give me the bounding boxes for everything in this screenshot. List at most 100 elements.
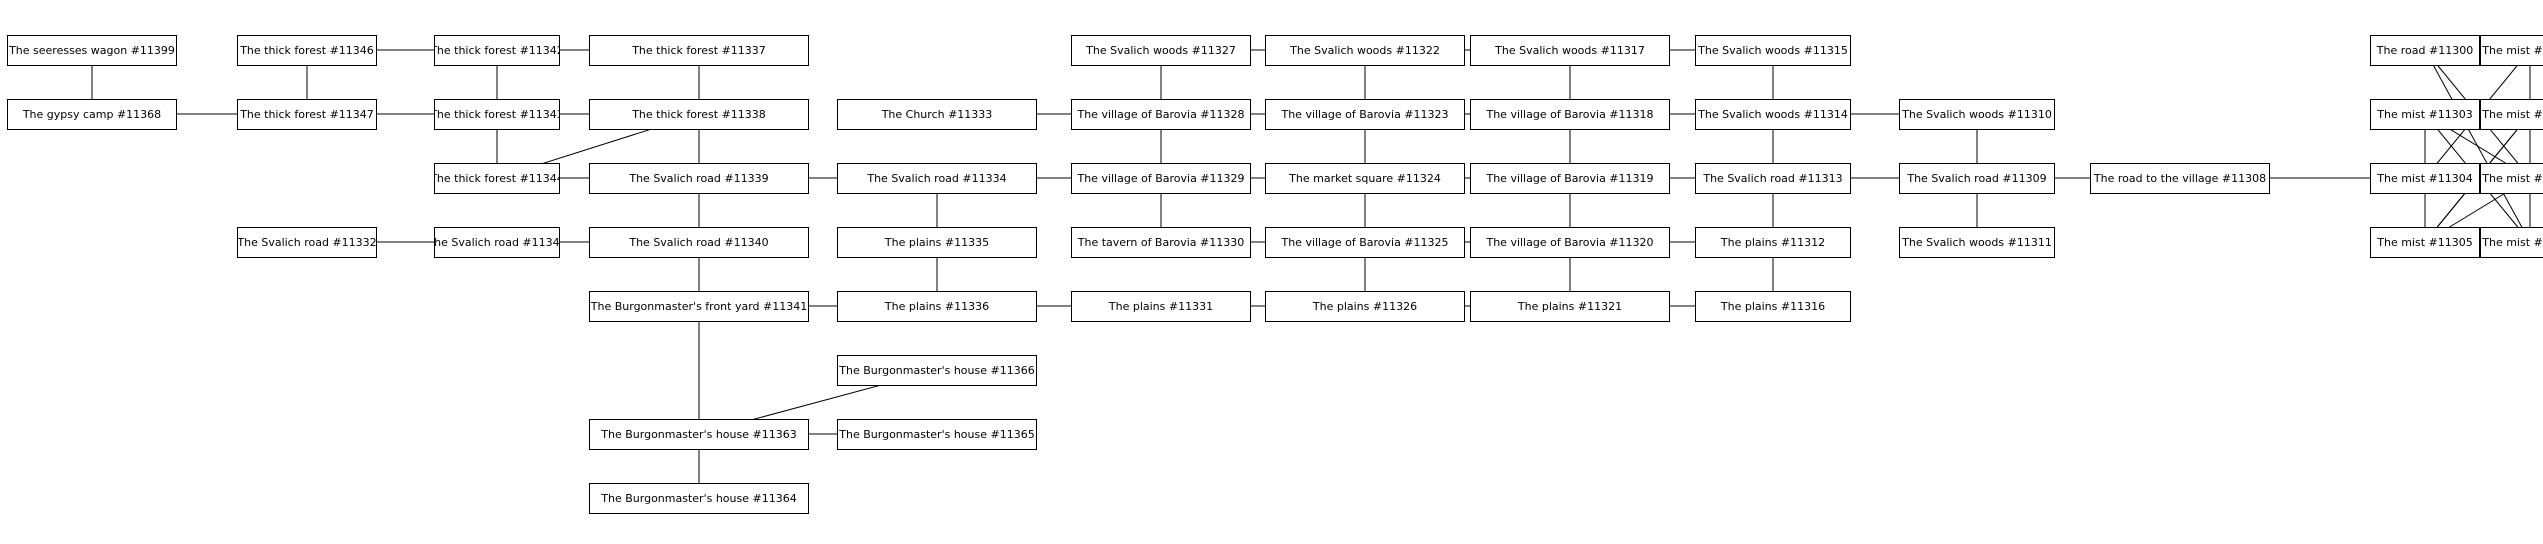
room-node-11309[interactable]: The Svalich road #11309 (1899, 162, 2055, 194)
room-node-11335[interactable]: The plains #11335 (837, 226, 1037, 258)
room-node-label: The plains #11336 (884, 299, 990, 313)
room-node-label: The mist #11305 (2377, 235, 2473, 249)
room-node-label: The plains #11326 (1312, 299, 1418, 313)
room-node-11303[interactable]: The mist #11303 (2370, 98, 2480, 130)
edge-11300-11306 (2424, 49, 2531, 243)
room-node-11317[interactable]: The Svalich woods #11317 (1470, 34, 1670, 66)
room-node-label: The village of Barovia #11318 (1486, 107, 1654, 121)
room-node-label: The Burgonmaster's house #11363 (601, 427, 797, 441)
room-node-11341[interactable]: The Burgonmaster's front yard #11341 (589, 290, 809, 322)
room-node-label: The Burgonmaster's house #11364 (601, 491, 797, 505)
room-node-label: The thick forest #11346 (240, 43, 374, 57)
room-node-label: The Burgonmaster's front yard #11341 (590, 299, 808, 313)
room-node-11365[interactable]: The Burgonmaster's house #11365 (837, 418, 1037, 450)
room-node-11328[interactable]: The village of Barovia #11328 (1071, 98, 1251, 130)
room-node-11330[interactable]: The tavern of Barovia #11330 (1071, 226, 1251, 258)
room-node-11344[interactable]: The thick forest #11344 (434, 162, 560, 194)
room-node-label: The village of Barovia #11319 (1486, 171, 1654, 185)
room-node-11337[interactable]: The thick forest #11337 (589, 34, 809, 66)
room-node-11318[interactable]: The village of Barovia #11318 (1470, 98, 1670, 130)
room-node-11332[interactable]: The Svalich road #11332 (237, 226, 377, 258)
room-node-label: The Svalich road #11339 (629, 171, 769, 185)
room-node-11326[interactable]: The plains #11326 (1265, 290, 1465, 322)
room-node-11313[interactable]: The Svalich road #11313 (1695, 162, 1851, 194)
room-node-11319[interactable]: The village of Barovia #11319 (1470, 162, 1670, 194)
room-node-label: The road to the village #11308 (2093, 171, 2267, 185)
room-node-11306[interactable]: The mist #11306 (2480, 226, 2543, 258)
room-node-11307[interactable]: The mist #11307 (2480, 162, 2543, 194)
room-node-label: The plains #11312 (1720, 235, 1826, 249)
room-node-11334[interactable]: The Svalich road #11334 (837, 162, 1037, 194)
room-node-label: The village of Barovia #11320 (1486, 235, 1654, 249)
room-node-11368[interactable]: The gypsy camp #11368 (7, 98, 177, 130)
room-node-label: The gypsy camp #11368 (22, 107, 162, 121)
room-node-label: The Svalich woods #11311 (1902, 235, 2052, 249)
room-node-label: The mist #11307 (2482, 171, 2543, 185)
room-node-label: The Svalich road #11340 (629, 235, 769, 249)
room-node-label: The thick forest #11343 (434, 107, 560, 121)
room-node-label: The village of Barovia #11325 (1281, 235, 1449, 249)
room-node-label: The Burgonmaster's house #11365 (839, 427, 1035, 441)
room-node-11314[interactable]: The Svalich woods #11314 (1695, 98, 1851, 130)
room-node-11338[interactable]: The thick forest #11338 (589, 98, 809, 130)
room-node-label: The thick forest #11347 (240, 107, 374, 121)
room-node-label: The village of Barovia #11329 (1077, 171, 1245, 185)
room-node-label: The thick forest #11338 (632, 107, 766, 121)
room-node-11329[interactable]: The village of Barovia #11329 (1071, 162, 1251, 194)
room-node-11363[interactable]: The Burgonmaster's house #11363 (589, 418, 809, 450)
room-node-label: The Svalich woods #11315 (1698, 43, 1848, 57)
room-node-11339[interactable]: The Svalich road #11339 (589, 162, 809, 194)
room-node-label: The mist #11302 (2482, 107, 2543, 121)
room-node-11304[interactable]: The mist #11304 (2370, 162, 2480, 194)
room-node-11312[interactable]: The plains #11312 (1695, 226, 1851, 258)
room-node-11347[interactable]: The thick forest #11347 (237, 98, 377, 130)
room-node-label: The mist #11304 (2377, 171, 2473, 185)
room-node-11324[interactable]: The market square #11324 (1265, 162, 1465, 194)
room-node-11320[interactable]: The village of Barovia #11320 (1470, 226, 1670, 258)
room-node-11333[interactable]: The Church #11333 (837, 98, 1037, 130)
room-node-label: The plains #11321 (1517, 299, 1623, 313)
room-node-11325[interactable]: The village of Barovia #11325 (1265, 226, 1465, 258)
room-node-11316[interactable]: The plains #11316 (1695, 290, 1851, 322)
room-node-label: The Svalich woods #11317 (1495, 43, 1645, 57)
room-node-11321[interactable]: The plains #11321 (1470, 290, 1670, 322)
room-node-11308[interactable]: The road to the village #11308 (2090, 162, 2270, 194)
room-node-11300[interactable]: The road #11300 (2370, 34, 2480, 66)
room-node-label: The plains #11335 (884, 235, 990, 249)
room-node-11305[interactable]: The mist #11305 (2370, 226, 2480, 258)
room-node-label: The plains #11316 (1720, 299, 1826, 313)
room-node-label: The tavern of Barovia #11330 (1077, 235, 1245, 249)
room-node-11327[interactable]: The Svalich woods #11327 (1071, 34, 1251, 66)
room-node-label: The mist #11301 (2482, 43, 2543, 57)
room-node-11315[interactable]: The Svalich woods #11315 (1695, 34, 1851, 66)
room-node-label: The village of Barovia #11328 (1077, 107, 1245, 121)
room-node-11343[interactable]: The thick forest #11343 (434, 98, 560, 130)
room-node-label: The thick forest #11344 (434, 171, 560, 185)
room-node-11345[interactable]: The Svalich road #11345 (434, 226, 560, 258)
room-node-11323[interactable]: The village of Barovia #11323 (1265, 98, 1465, 130)
room-node-label: The Svalich road #11309 (1907, 171, 2047, 185)
room-node-label: The seeresses wagon #11399 (9, 43, 175, 57)
room-node-label: The Church #11333 (881, 107, 993, 121)
room-node-11301[interactable]: The mist #11301 (2480, 34, 2543, 66)
room-node-label: The Svalich woods #11314 (1698, 107, 1848, 121)
room-node-11364[interactable]: The Burgonmaster's house #11364 (589, 482, 809, 514)
room-node-label: The plains #11331 (1108, 299, 1214, 313)
room-node-label: The Svalich road #11334 (867, 171, 1007, 185)
room-node-11366[interactable]: The Burgonmaster's house #11366 (837, 354, 1037, 386)
room-node-11302[interactable]: The mist #11302 (2480, 98, 2543, 130)
room-node-label: The mist #11306 (2482, 235, 2543, 249)
room-node-11310[interactable]: The Svalich woods #11310 (1899, 98, 2055, 130)
room-node-11311[interactable]: The Svalich woods #11311 (1899, 226, 2055, 258)
room-node-11322[interactable]: The Svalich woods #11322 (1265, 34, 1465, 66)
room-node-11336[interactable]: The plains #11336 (837, 290, 1037, 322)
room-node-11399[interactable]: The seeresses wagon #11399 (7, 34, 177, 66)
room-node-label: The Svalich woods #11322 (1290, 43, 1440, 57)
room-node-11340[interactable]: The Svalich road #11340 (589, 226, 809, 258)
room-node-11346[interactable]: The thick forest #11346 (237, 34, 377, 66)
room-node-11342[interactable]: The thick forest #11342 (434, 34, 560, 66)
room-node-11331[interactable]: The plains #11331 (1071, 290, 1251, 322)
room-node-label: The Svalich road #11332 (237, 235, 377, 249)
